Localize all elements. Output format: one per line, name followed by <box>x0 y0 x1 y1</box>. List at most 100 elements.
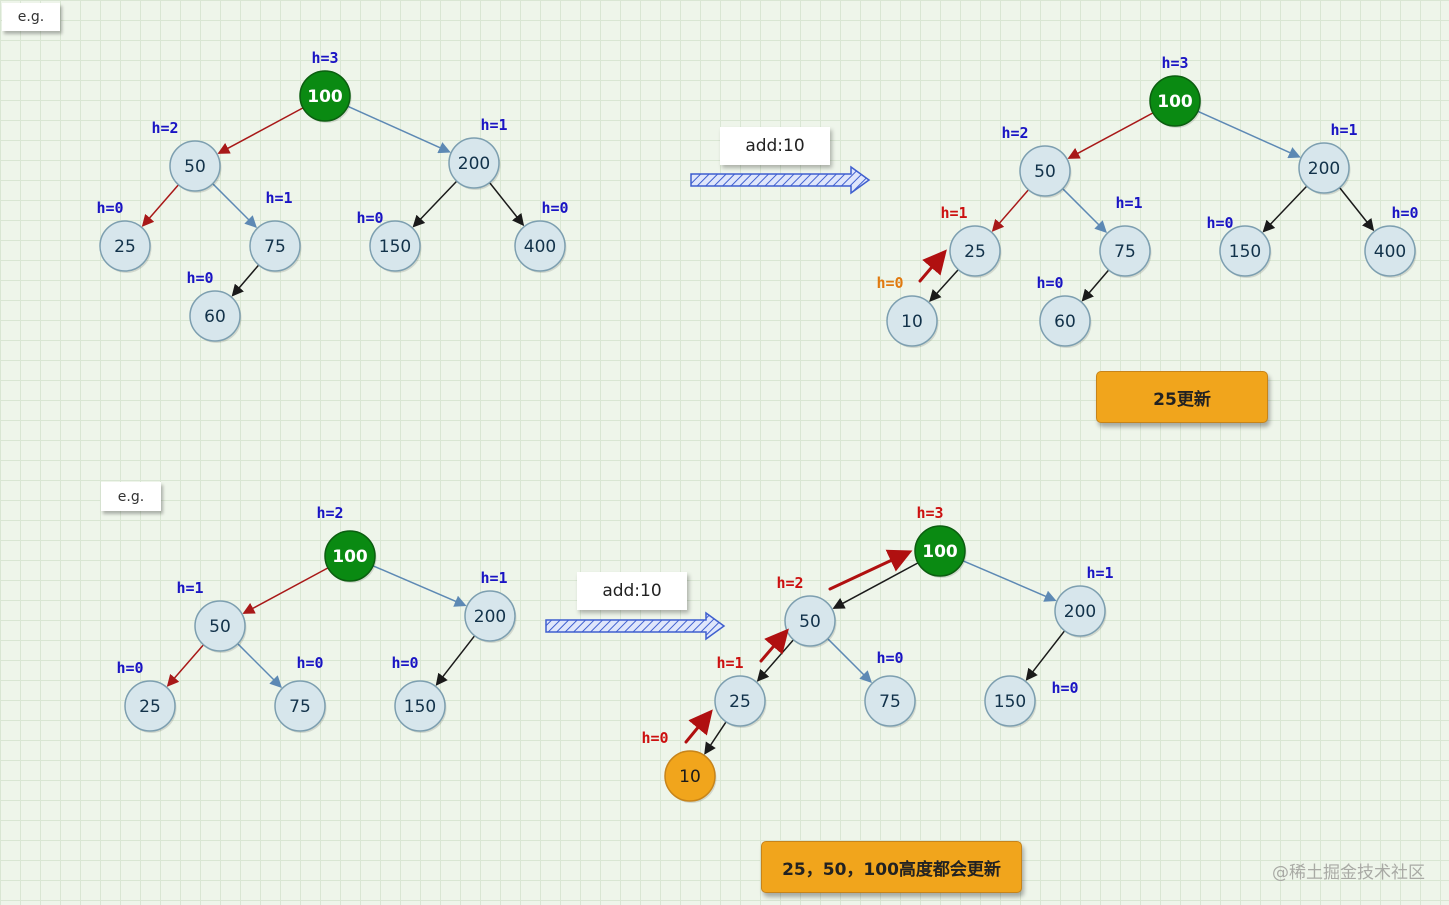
node-value: 10 <box>679 767 701 787</box>
height-label-10: h=0 <box>876 274 903 292</box>
node-value: 10 <box>901 312 923 332</box>
edge-n50-n25 <box>991 189 1030 232</box>
node-value: 50 <box>209 617 231 637</box>
height-label-200: h=1 <box>480 569 507 587</box>
edge-n100-n200 <box>372 565 467 607</box>
node-value: 25 <box>114 237 136 257</box>
edge-n50-n75 <box>212 183 257 228</box>
height-label-75: h=0 <box>876 649 903 667</box>
tree-node-60: 60 <box>189 290 242 343</box>
edge-n200-n150 <box>435 635 476 686</box>
height-label-25: h=0 <box>116 659 143 677</box>
node-value: 50 <box>799 612 821 632</box>
tree-node-10: 10 <box>886 295 939 348</box>
tree-node-150: 150 <box>1219 225 1272 278</box>
tree-1-after: 100h=350h=2200h=125h=175h=1150h=0400h=01… <box>876 54 1419 348</box>
update-arrow-25-to-50 <box>759 628 789 663</box>
node-value: 100 <box>1157 92 1193 112</box>
edge-n75-n60 <box>231 264 260 297</box>
node-value: 200 <box>474 607 506 627</box>
tree-node-100: 100 <box>324 530 377 583</box>
edge-n200-n400 <box>489 182 525 227</box>
update-arrow-10-to-25-b <box>684 709 713 744</box>
tree-node-25: 25 <box>949 225 1002 278</box>
height-label-50: h=1 <box>176 579 203 597</box>
node-value: 60 <box>204 307 226 327</box>
tree-node-100: 100 <box>1149 75 1202 128</box>
edge-n200-n150 <box>412 180 458 228</box>
edge-n100-n200 <box>962 560 1057 602</box>
tree-node-200: 200 <box>1298 142 1351 195</box>
height-label-25: h=1 <box>940 204 967 222</box>
node-value: 100 <box>332 547 368 567</box>
node-value: 150 <box>379 237 411 257</box>
tree-node-200: 200 <box>464 590 517 643</box>
height-label-200: h=1 <box>1330 121 1357 139</box>
node-value: 75 <box>879 692 901 712</box>
tree-node-25: 25 <box>99 220 152 273</box>
edge-n100-n200 <box>347 105 451 154</box>
node-value: 200 <box>458 154 490 174</box>
tree-node-75: 75 <box>864 675 917 728</box>
node-value: 150 <box>1229 242 1261 262</box>
height-label-150: h=0 <box>1206 214 1233 232</box>
node-value: 100 <box>922 542 958 562</box>
height-label-60: h=0 <box>1036 274 1063 292</box>
height-label-150: h=0 <box>1051 679 1078 697</box>
height-label-75: h=0 <box>296 654 323 672</box>
tree-node-75: 75 <box>1099 225 1152 278</box>
edge-n200-n400 <box>1339 187 1375 232</box>
node-value: 25 <box>139 697 161 717</box>
node-value: 150 <box>404 697 436 717</box>
node-value: 25 <box>964 242 986 262</box>
add-label-top: add:10 <box>720 127 830 165</box>
tree-node-150: 150 <box>394 680 447 733</box>
tree-node-400: 400 <box>514 220 567 273</box>
edge-n50-n75 <box>827 638 872 683</box>
height-label-100: h=3 <box>1161 54 1188 72</box>
node-value: 75 <box>264 237 286 257</box>
height-label-400: h=0 <box>1391 204 1418 222</box>
height-label-25: h=1 <box>716 654 743 672</box>
node-value: 50 <box>184 157 206 177</box>
node-value: 150 <box>994 692 1026 712</box>
edge-n50-n25 <box>166 644 205 687</box>
tree-node-10: 10 <box>664 750 717 803</box>
tree-node-25: 25 <box>124 680 177 733</box>
edge-n100-n50 <box>242 567 329 614</box>
update-arrow-10-to-25-a <box>918 249 947 283</box>
update-arrows <box>684 249 947 744</box>
height-label-100: h=3 <box>916 504 943 522</box>
tree-node-150: 150 <box>984 675 1037 728</box>
tree-node-150: 150 <box>369 220 422 273</box>
tree-node-400: 400 <box>1364 225 1417 278</box>
node-value: 100 <box>307 87 343 107</box>
eg-label-top: e.g. <box>2 3 60 31</box>
height-label-50: h=2 <box>151 119 178 137</box>
height-label-100: h=2 <box>316 504 343 522</box>
node-value: 50 <box>1034 162 1056 182</box>
tree-node-60: 60 <box>1039 295 1092 348</box>
height-label-100: h=3 <box>311 49 338 67</box>
add-label-bottom: add:10 <box>577 572 687 610</box>
watermark: @稀土掘金技术社区 <box>1272 863 1425 883</box>
edge-n75-n60 <box>1081 269 1110 302</box>
eg-label-bottom: e.g. <box>101 482 161 511</box>
edge-n200-n150 <box>1025 630 1066 681</box>
node-value: 400 <box>1374 242 1406 262</box>
transition-arrow-2 <box>545 611 726 641</box>
tree-1-before: 100h=350h=2200h=125h=075h=1150h=0400h=06… <box>96 49 569 343</box>
height-label-150: h=0 <box>391 654 418 672</box>
tree-node-75: 75 <box>249 220 302 273</box>
edge-n25-n10 <box>704 721 727 755</box>
edge-n25-n10 <box>929 269 959 303</box>
tree-node-100: 100 <box>914 525 967 578</box>
node-value: 25 <box>729 692 751 712</box>
tree-node-50: 50 <box>194 600 247 653</box>
edge-n100-n200 <box>1197 110 1301 159</box>
update-arrow-50-to-100 <box>828 549 913 591</box>
height-label-10: h=0 <box>641 729 668 747</box>
